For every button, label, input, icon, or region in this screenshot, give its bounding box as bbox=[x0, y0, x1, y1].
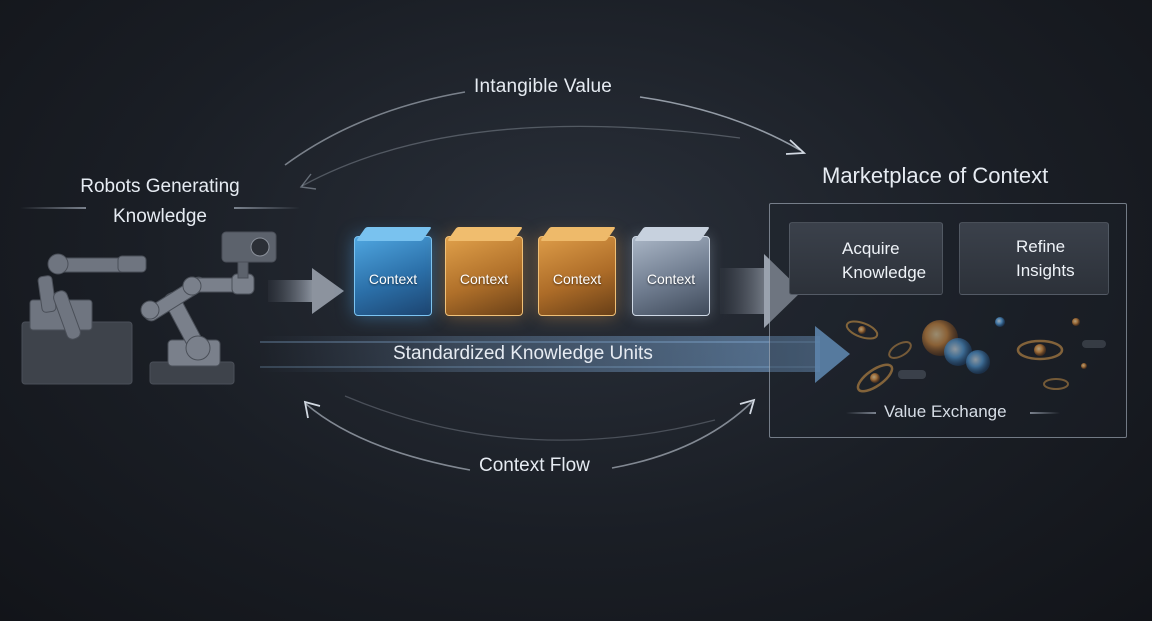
refine-insights-card: Refine Insights bbox=[959, 222, 1109, 295]
value-exchange-divider-left bbox=[846, 412, 876, 414]
intangible-value-arc-right bbox=[639, 96, 801, 151]
context-block: Context bbox=[538, 236, 616, 316]
intangible-value-arrowhead bbox=[785, 139, 807, 155]
intangible-value-label: Intangible Value bbox=[474, 76, 613, 97]
knowledge-beam bbox=[260, 336, 820, 372]
context-block-label: Context bbox=[459, 271, 509, 287]
refine-insights-text: Refine Insights bbox=[1016, 235, 1075, 283]
acquire-knowledge-text: Acquire Knowledge bbox=[842, 237, 926, 285]
context-block-label: Context bbox=[552, 271, 602, 287]
context-block-label: Context bbox=[646, 271, 696, 287]
context-flow-arrowhead-left bbox=[303, 400, 321, 419]
context-flow-label: Context Flow bbox=[479, 455, 590, 476]
context-flow-arrowhead-right bbox=[739, 398, 756, 415]
context-block: Context bbox=[632, 236, 710, 316]
robots-generating-knowledge-label: Robots Generating Knowledge bbox=[60, 172, 260, 232]
refine-line1: Refine bbox=[1016, 237, 1066, 256]
robots-label-line1: Robots Generating bbox=[80, 176, 240, 197]
acquire-line2: Knowledge bbox=[842, 263, 927, 282]
intangible-value-arc-left bbox=[284, 91, 466, 166]
marketplace-title: Marketplace of Context bbox=[822, 163, 1049, 188]
robot-arm-left bbox=[21, 253, 147, 385]
robots-label-line2: Knowledge bbox=[112, 206, 208, 227]
robot-arm-right bbox=[140, 231, 277, 385]
context-flow-arc-right bbox=[611, 401, 753, 469]
knowledge-beam-arrowhead bbox=[815, 326, 850, 383]
inner-top-arrowhead bbox=[299, 173, 317, 190]
output-arrowhead bbox=[764, 254, 802, 328]
acquire-knowledge-card: Acquire Knowledge bbox=[789, 222, 943, 295]
refine-line2: Insights bbox=[1016, 261, 1075, 280]
acquire-line1: Acquire bbox=[842, 239, 900, 258]
context-block: Context bbox=[354, 236, 432, 316]
context-block: Context bbox=[445, 236, 523, 316]
value-exchange-label: Value Exchange bbox=[884, 402, 1007, 421]
inner-top-arc bbox=[301, 125, 741, 187]
context-flow-arc-left bbox=[305, 403, 471, 471]
robots-label-divider-right bbox=[234, 207, 300, 209]
value-exchange-orbs bbox=[845, 317, 1106, 393]
inner-bottom-arc bbox=[344, 395, 716, 441]
input-arrowhead bbox=[312, 268, 344, 314]
context-block-label: Context bbox=[368, 271, 418, 287]
value-exchange-divider-right bbox=[1030, 412, 1060, 414]
standardized-units-label: Standardized Knowledge Units bbox=[393, 343, 653, 364]
robots-label-divider-left bbox=[20, 207, 86, 209]
